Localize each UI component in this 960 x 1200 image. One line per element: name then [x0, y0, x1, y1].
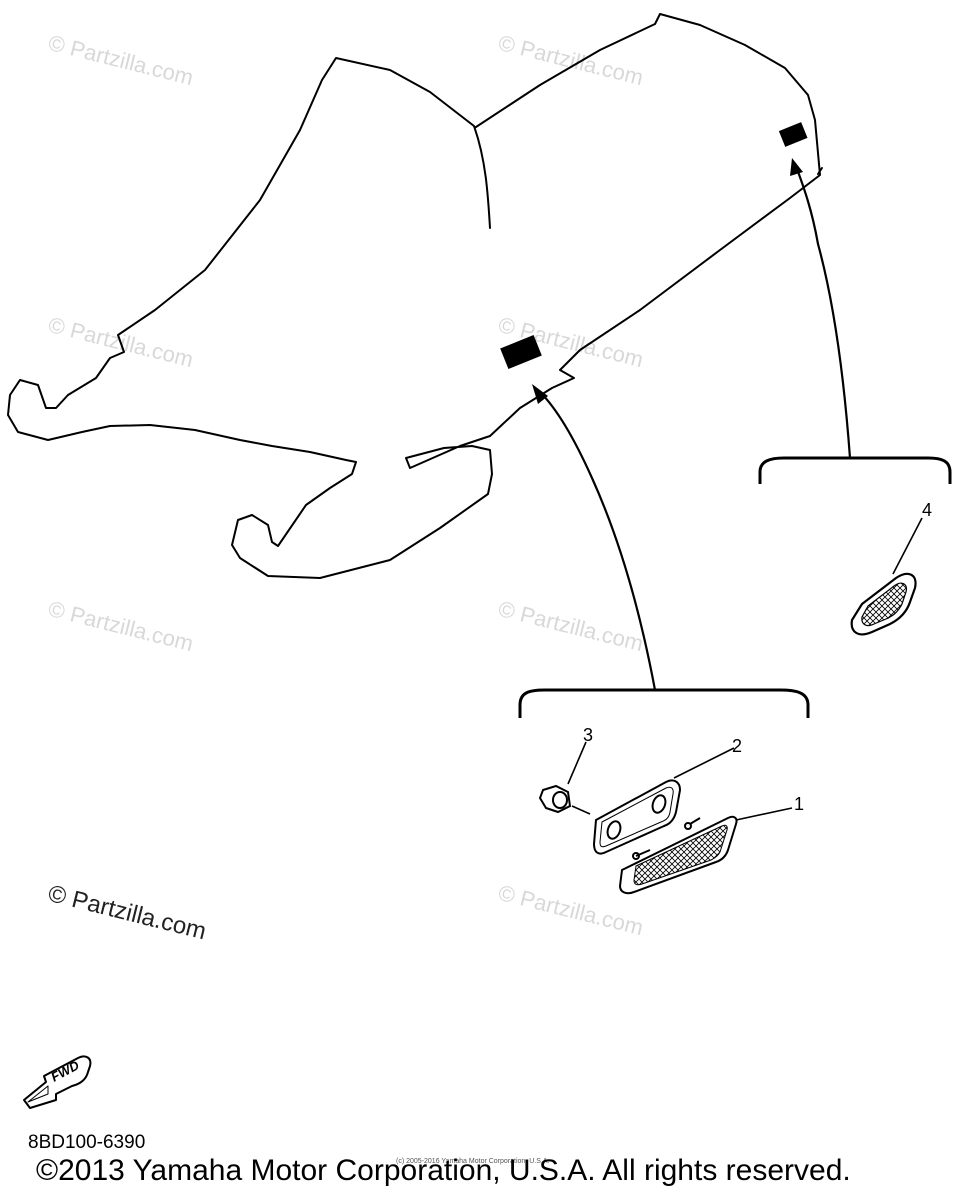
diagram-code: 8BD100-6390 — [28, 1132, 146, 1153]
arrow-head-rear — [790, 158, 803, 176]
callout-2: 2 — [732, 736, 743, 756]
callout-1: 1 — [794, 794, 805, 814]
leader-arrows — [539, 165, 852, 691]
side-group-bracket — [518, 688, 810, 718]
part-2-bracket-plate — [592, 747, 735, 855]
fwd-arrow-icon — [23, 1055, 92, 1109]
copyright-notice: ©2013 Yamaha Motor Corporation, U.S.A. A… — [36, 1154, 851, 1187]
part-3-nut — [538, 741, 591, 815]
part-4-rear-reflector — [850, 517, 923, 636]
callout-4: 4 — [922, 500, 933, 520]
rear-group-bracket — [758, 456, 952, 484]
group-brackets — [518, 456, 952, 718]
fwd-label: FWD — [48, 1057, 82, 1084]
leader-line-side — [539, 391, 657, 691]
snowmobile-outline — [7, 13, 823, 579]
callout-3: 3 — [583, 725, 594, 745]
rear-reflector-mark — [778, 122, 808, 147]
arrow-head-side — [532, 384, 548, 404]
side-reflector-mark — [500, 335, 542, 369]
fine-print: (c) 2005-2016 Yamaha Motor Corporation, … — [396, 1158, 550, 1165]
leader-line-rear — [794, 165, 852, 459]
part-1-side-reflector — [618, 807, 793, 895]
